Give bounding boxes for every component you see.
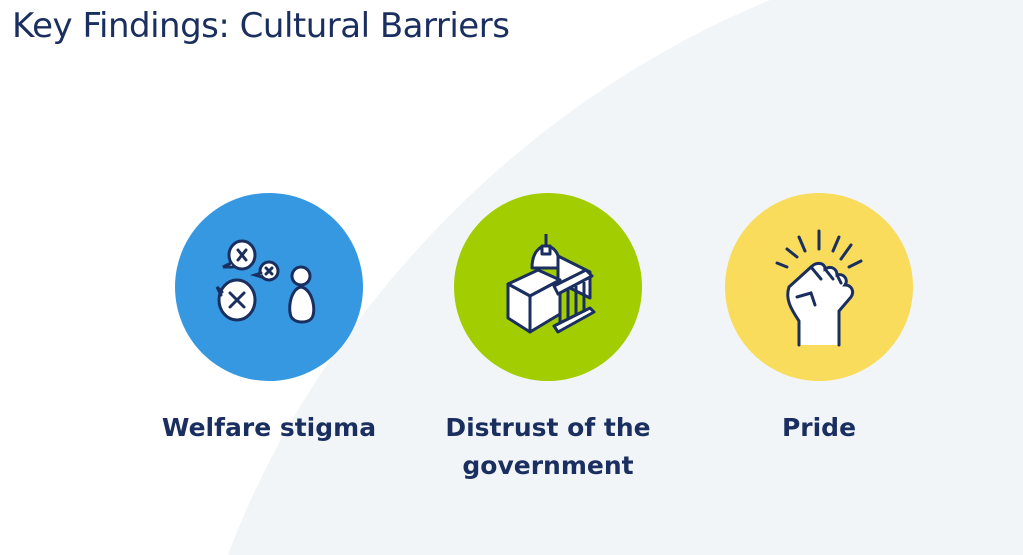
finding-circle [454, 193, 642, 381]
finding-pride: Pride [689, 193, 949, 447]
finding-label: Distrust of the government [445, 413, 651, 480]
finding-circle [175, 193, 363, 381]
finding-label: Pride [781, 413, 857, 442]
speech-bubbles-x-person-icon [215, 239, 316, 324]
page-title: Key Findings: Cultural Barriers [12, 6, 510, 46]
finding-welfare-stigma: Welfare stigma [139, 193, 399, 447]
raised-fist-icon [775, 229, 863, 347]
finding-distrust-of-government: Distrust of the government [418, 193, 678, 485]
capitol-building-icon [506, 234, 596, 334]
finding-circle [725, 193, 913, 381]
finding-label: Welfare stigma [161, 413, 377, 442]
